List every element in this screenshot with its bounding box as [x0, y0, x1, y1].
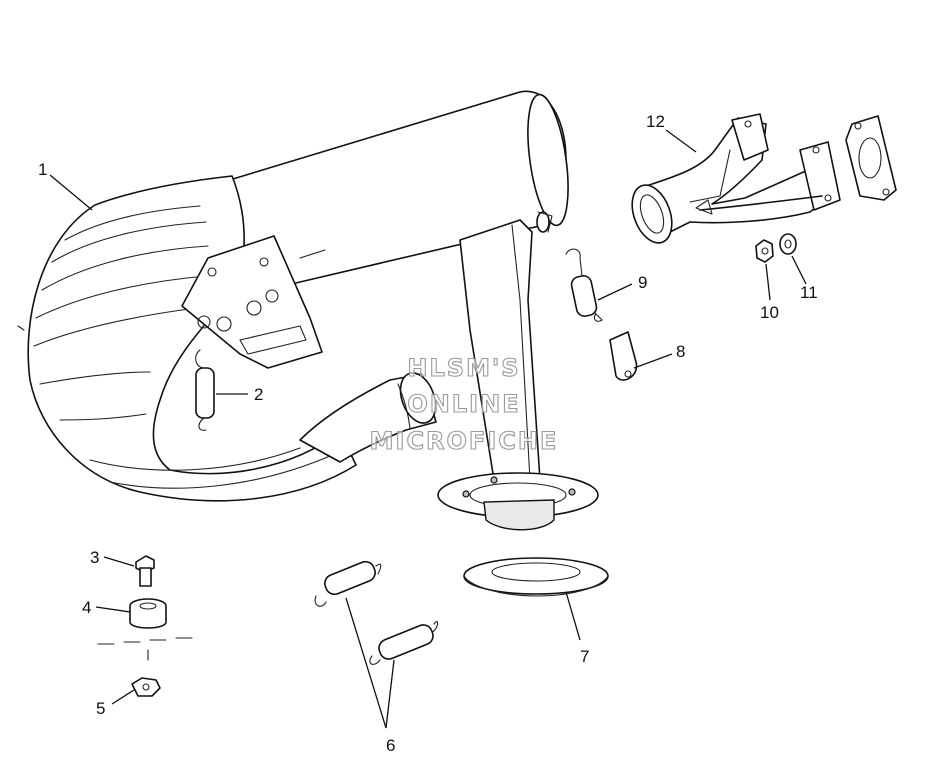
nut-part-10 — [755, 239, 774, 263]
callout-3: 3 — [90, 548, 99, 567]
callout-2: 2 — [254, 385, 263, 404]
spring-part-9 — [565, 248, 603, 322]
callout-10: 10 — [760, 303, 779, 322]
bolt-part-3 — [135, 555, 155, 587]
seal-part-7 — [463, 557, 609, 597]
watermark-line-1: HLSM'S — [407, 354, 520, 382]
leader-lines — [49, 129, 807, 729]
exhaust-manifold — [631, 113, 841, 244]
callout-1: 1 — [38, 160, 47, 179]
callout-labels: 1 2 3 4 5 6 7 8 9 10 11 12 — [38, 112, 818, 755]
manifold-gasket — [845, 115, 897, 201]
nut-part-5 — [131, 677, 161, 697]
callout-12: 12 — [646, 112, 665, 131]
washer-part-11 — [779, 233, 797, 255]
watermark: HLSM'S ONLINE MICROFICHE — [369, 353, 559, 455]
muffler-assembly — [17, 90, 599, 531]
callout-8: 8 — [676, 342, 685, 361]
watermark-line-2: ONLINE — [407, 390, 520, 418]
callout-6: 6 — [386, 736, 395, 755]
hidden-line — [97, 637, 193, 645]
callout-11: 11 — [800, 283, 818, 302]
callout-4: 4 — [82, 598, 91, 617]
grommet-part-4 — [129, 598, 167, 629]
callout-5: 5 — [96, 699, 105, 718]
watermark-line-3: MICROFICHE — [370, 427, 559, 455]
spring-part-2 — [195, 349, 215, 431]
callout-9: 9 — [638, 273, 647, 292]
clip-part-8 — [609, 331, 638, 381]
callout-7: 7 — [580, 647, 589, 666]
springs-part-6 — [314, 560, 439, 665]
